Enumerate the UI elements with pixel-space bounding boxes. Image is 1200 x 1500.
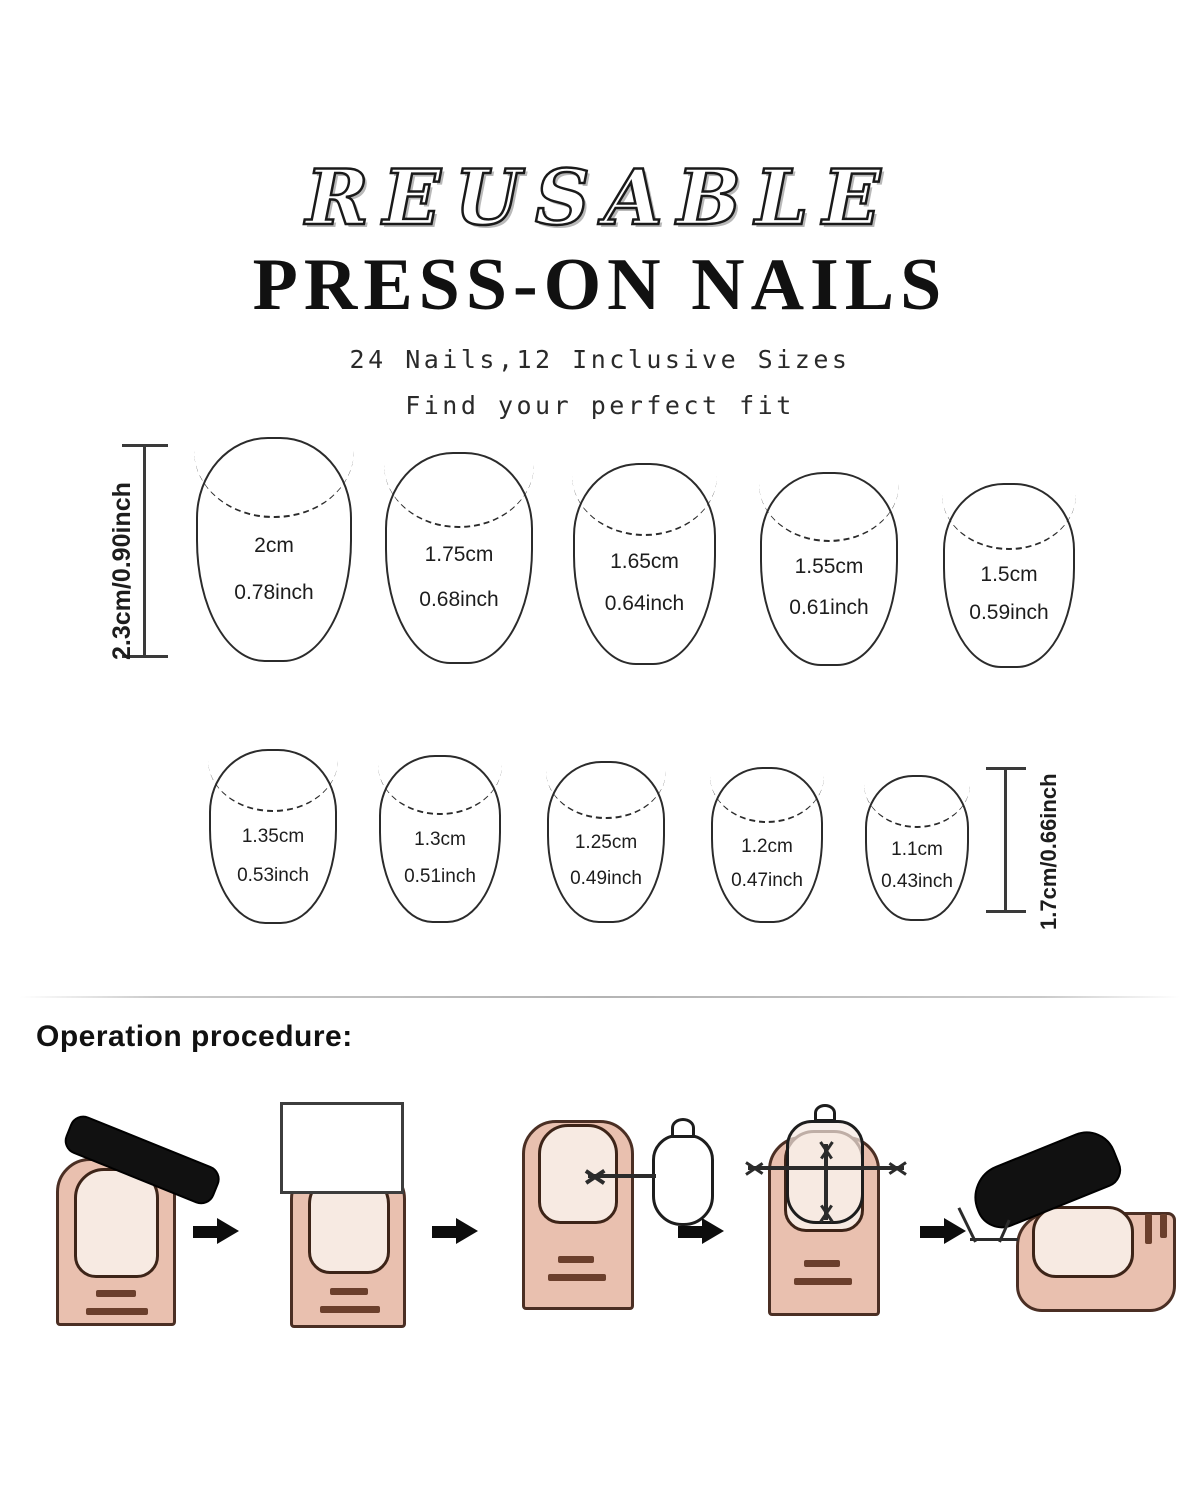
nail-size-10: 1.1cm 0.43inch (863, 775, 971, 921)
nail-width-cm: 1.75cm (424, 543, 494, 567)
nail-size-7: 1.3cm 0.51inch (377, 755, 503, 923)
cuticle-dashed-arc (758, 484, 900, 542)
nail-width-inch: 0.59inch (969, 601, 1049, 625)
cuticle-dashed-arc (377, 765, 503, 816)
knuckle-line-upper (96, 1290, 136, 1297)
nail-size-8: 1.25cm 0.49inch (545, 761, 667, 923)
knuckle-line-lower (548, 1274, 606, 1281)
knuckle-line-lower (794, 1278, 852, 1285)
step-arrow-3 (678, 1218, 724, 1244)
nail-width-cm: 1.65cm (610, 549, 679, 573)
knuckle-line-lower (86, 1308, 148, 1315)
left-dimension-label: 2.3cm/0.90inch (108, 482, 136, 660)
press-on-nail-tab (671, 1118, 695, 1138)
nail-width-cm: 1.3cm (414, 828, 466, 850)
page-title-press-on-nails: PRESS-ON NAILS (252, 244, 948, 326)
subtitle-nail-count: 24 Nails,12 Inclusive Sizes (349, 345, 851, 374)
cuticle-dashed-arc (383, 465, 535, 529)
nail-size-3: 1.65cm 0.64inch (571, 463, 718, 665)
operation-procedure-heading: Operation procedure: (36, 1020, 353, 1053)
cuticle-dashed-arc (194, 451, 354, 518)
cleaning-wipe-pad (280, 1102, 404, 1194)
nail-width-inch: 0.78inch (234, 581, 314, 604)
cuticle-dashed-arc (709, 776, 825, 824)
knuckle-line-upper (330, 1288, 368, 1295)
cuticle-dashed-arc (207, 760, 339, 812)
press-on-nail-tab (814, 1104, 836, 1122)
section-divider (20, 996, 1180, 998)
step-5-press-down-firmly (957, 1090, 1190, 1330)
nail-width-cm: 1.35cm (241, 826, 305, 847)
knuckle-line-upper (1145, 1214, 1152, 1244)
step-arrow-4 (920, 1218, 966, 1244)
nail-width-cm: 1.5cm (980, 562, 1038, 586)
nail-size-5: 1.5cm 0.59inch (941, 483, 1077, 668)
knuckle-line-lower (1160, 1214, 1167, 1238)
subtitle-find-fit: Find your perfect fit (405, 391, 795, 420)
applied-nail-tip (1032, 1206, 1134, 1278)
cuticle-dashed-arc (941, 494, 1077, 550)
nail-size-chart: 2.3cm/0.90inch 2cm 0.78inch 1.75cm 0.68i… (108, 437, 1077, 930)
cuticle-dashed-arc (545, 771, 667, 820)
nail-width-inch: 0.43inch (881, 871, 953, 893)
knuckle-line-upper (558, 1256, 594, 1263)
nail-width-inch: 0.61inch (789, 596, 869, 620)
nail-width-cm: 1.25cm (574, 832, 638, 854)
step-2-clean-nail-with-wipe (268, 1090, 453, 1330)
step-4-align-and-position-tip (730, 1090, 960, 1330)
knuckle-line-upper (804, 1260, 840, 1267)
step-1-file-nail-surface (44, 1090, 229, 1330)
nail-width-inch: 0.49inch (570, 867, 642, 889)
press-on-nail-tip (652, 1134, 714, 1226)
nail-width-cm: 1.2cm (741, 835, 793, 857)
nail-width-inch: 0.68inch (419, 587, 499, 611)
nail-size-9: 1.2cm 0.47inch (709, 767, 825, 923)
nail-width-inch: 0.53inch (237, 864, 309, 886)
nail-width-inch: 0.47inch (731, 869, 803, 891)
nail-size-2: 1.75cm 0.68inch (383, 452, 535, 664)
step-arrow-1 (193, 1218, 239, 1244)
page-title-reusable: REUSABLE (304, 153, 895, 242)
cuticle-dashed-arc (571, 475, 718, 536)
nail-width-inch: 0.51inch (404, 865, 476, 887)
step-3-select-matching-tip (510, 1090, 760, 1330)
nail-size-6: 1.35cm 0.53inch (207, 749, 339, 924)
nail-size-4: 1.55cm 0.61inch (758, 472, 900, 666)
natural-nail-plate (74, 1168, 159, 1278)
right-dimension-label: 1.7cm/0.66inch (1036, 773, 1061, 930)
nail-width-inch: 0.64inch (604, 592, 685, 616)
operation-steps (0, 1090, 1200, 1330)
place-tip-arrow-icon (578, 1168, 656, 1185)
step-arrow-2 (432, 1218, 478, 1244)
vertical-adjust-arrow-icon (818, 1136, 834, 1228)
nail-size-1: 2cm 0.78inch (194, 437, 354, 662)
knuckle-line-lower (320, 1306, 380, 1313)
nail-width-cm: 2cm (254, 533, 294, 557)
press-angle-indicator-icon (957, 1200, 1022, 1244)
nail-width-cm: 1.1cm (891, 839, 943, 861)
cuticle-dashed-arc (863, 784, 971, 828)
nail-width-cm: 1.55cm (794, 555, 864, 579)
